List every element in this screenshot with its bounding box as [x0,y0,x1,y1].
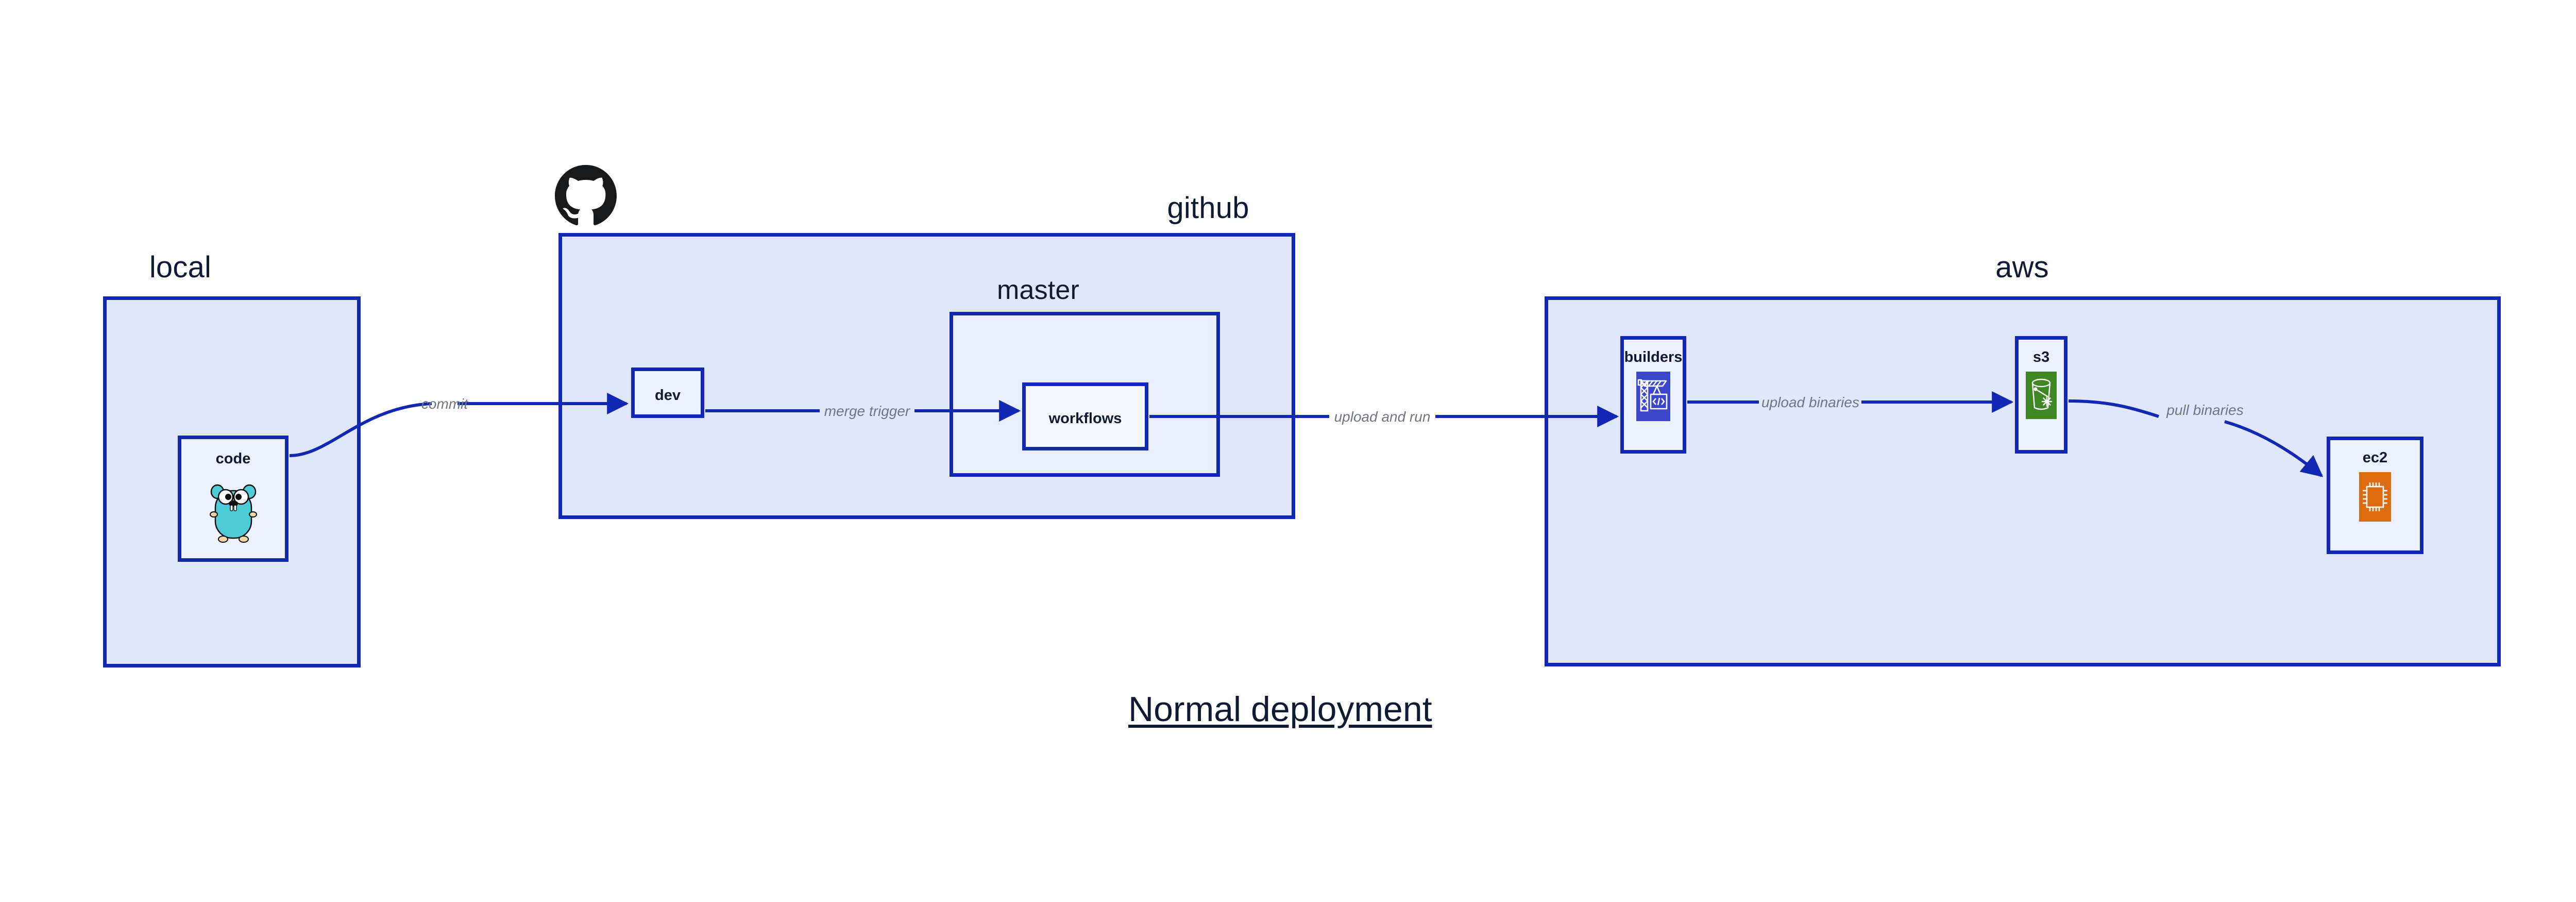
node-label-code: code [215,450,251,467]
node-label-ec2: ec2 [2362,449,2388,466]
aws-ec2-chip-icon [2359,472,2391,522]
node-label-builders: builders [1624,349,1683,365]
zone-label-aws: aws [1995,250,2049,284]
github-mark-icon [555,165,617,227]
node-label-dev: dev [655,387,681,404]
diagram-title: Normal deployment [1128,690,1432,729]
edge-label-pull-binaries: pull binaries [2166,402,2244,418]
aws-codebuild-icon [1636,372,1670,421]
node-dev[interactable]: dev [631,368,704,418]
edge-label-upload-binaries: upload binaries [1761,394,1859,410]
zone-label-local: local [149,250,212,284]
edge-label-upload-and-run: upload and run [1334,409,1431,425]
node-label-s3: s3 [2032,349,2050,365]
node-ec2[interactable]: ec2 [2327,437,2424,554]
node-workflows[interactable]: workflows [1022,382,1148,450]
aws-s3-glacier-icon [2026,372,2057,419]
go-gopher-icon [205,479,262,546]
node-builders[interactable]: builders [1620,336,1686,454]
subzone-label-master: master [996,275,1080,305]
node-label-workflows: workflows [1048,410,1122,427]
zone-label-github: github [1167,191,1249,225]
edge-label-merge-trigger: merge trigger [824,403,910,419]
edge-label-commit: commit [421,396,468,412]
node-s3[interactable]: s3 [2015,336,2067,454]
node-code[interactable]: code [178,436,289,562]
